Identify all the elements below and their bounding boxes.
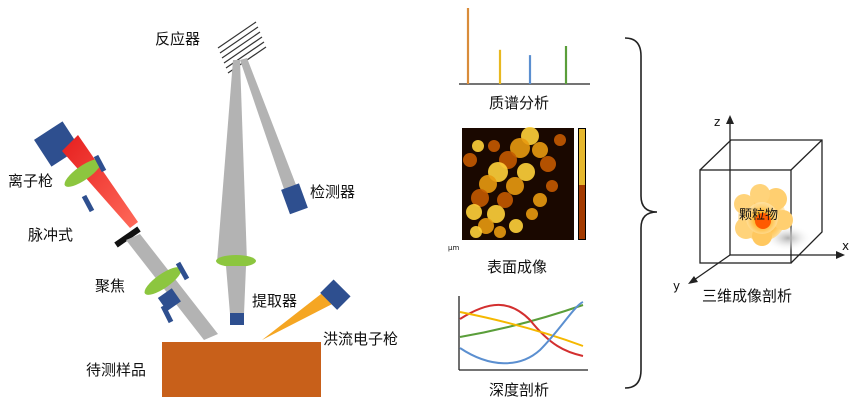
label-ion-gun: 离子枪 [8, 172, 53, 190]
surface-hotspot [479, 175, 497, 193]
electron-beam [262, 287, 340, 340]
label-pulsed: 脉冲式 [28, 226, 73, 244]
label-sample: 待测样品 [86, 361, 146, 379]
label-surface-imaging: 表面成像 [487, 258, 547, 276]
surface-hotspot [488, 140, 500, 152]
surface-imaging-panel: μm 表面成像 [448, 127, 586, 276]
depth-curve-red [459, 303, 584, 357]
surface-hotspot [540, 156, 556, 172]
label-flood-gun: 洪流电子枪 [323, 330, 398, 348]
instrument-schematic: 反应器 检测器 离子枪 脉冲式 聚焦 提取器 洪流电子枪 待测样品 [8, 21, 398, 397]
surface-hotspot [546, 180, 558, 192]
label-depth-profiling: 深度剖析 [489, 381, 549, 399]
surface-hotspot [532, 142, 548, 158]
surface-hotspot [510, 138, 530, 158]
focus-lens [144, 267, 182, 295]
sample [162, 342, 321, 397]
depth-curve-green [459, 304, 584, 338]
label-axis-x: x [842, 239, 849, 253]
surface-hotspot [466, 204, 482, 220]
surface-hotspot [533, 193, 547, 207]
surface-hotspot [494, 226, 506, 238]
mass-spectrum-panel: 质谱分析 [459, 8, 590, 112]
reflected-beam [240, 58, 298, 195]
ion-beam [62, 135, 138, 228]
surface-hotspot [497, 192, 513, 208]
depth-curve-yellow [459, 311, 584, 347]
grouping-brace [624, 37, 658, 389]
surface-hotspot [487, 205, 505, 223]
extractor [230, 313, 244, 325]
label-reflector: 反应器 [155, 30, 200, 48]
label-three-d-imaging: 三维成像剖析 [702, 287, 792, 305]
depth-profile-panel: 深度剖析 [458, 296, 588, 399]
ion-flight-beam [217, 60, 247, 262]
surface-hotspot [463, 153, 477, 167]
surface-hotspot [506, 177, 524, 195]
ion-gun-lens [64, 159, 102, 187]
label-axis-y: y [673, 279, 680, 293]
label-detector: 检测器 [310, 183, 355, 201]
analysis-panels: 质谱分析 μm 表面成像 深度剖析 [448, 8, 590, 399]
surface-hotspot [554, 134, 566, 146]
surface-hotspot [509, 219, 523, 233]
surface-hotspot [470, 226, 482, 238]
depth-curve-blue [459, 301, 584, 365]
detector [281, 183, 308, 215]
label-extractor: 提取器 [252, 292, 297, 310]
surface-hotspot [472, 140, 484, 152]
focused-beam [126, 234, 218, 340]
label-mass-spectrum: 质谱分析 [489, 94, 549, 112]
label-axis-z: z [714, 115, 720, 129]
label-focus: 聚焦 [95, 277, 125, 295]
surface-hotspot [526, 208, 538, 220]
surface-unit: μm [448, 244, 459, 252]
three-d-imaging: z x y 颗粒物 三维成像剖析 [673, 115, 849, 305]
surface-hotspot [471, 189, 489, 207]
pulsed-chopper [114, 226, 141, 248]
surface-hotspot [478, 218, 494, 234]
flood-gun [320, 279, 351, 310]
extractor-lens [216, 255, 256, 267]
surface-hotspot [517, 163, 535, 181]
surface-hotspots [463, 127, 566, 238]
particle [734, 184, 793, 246]
label-particle: 颗粒物 [739, 208, 778, 223]
